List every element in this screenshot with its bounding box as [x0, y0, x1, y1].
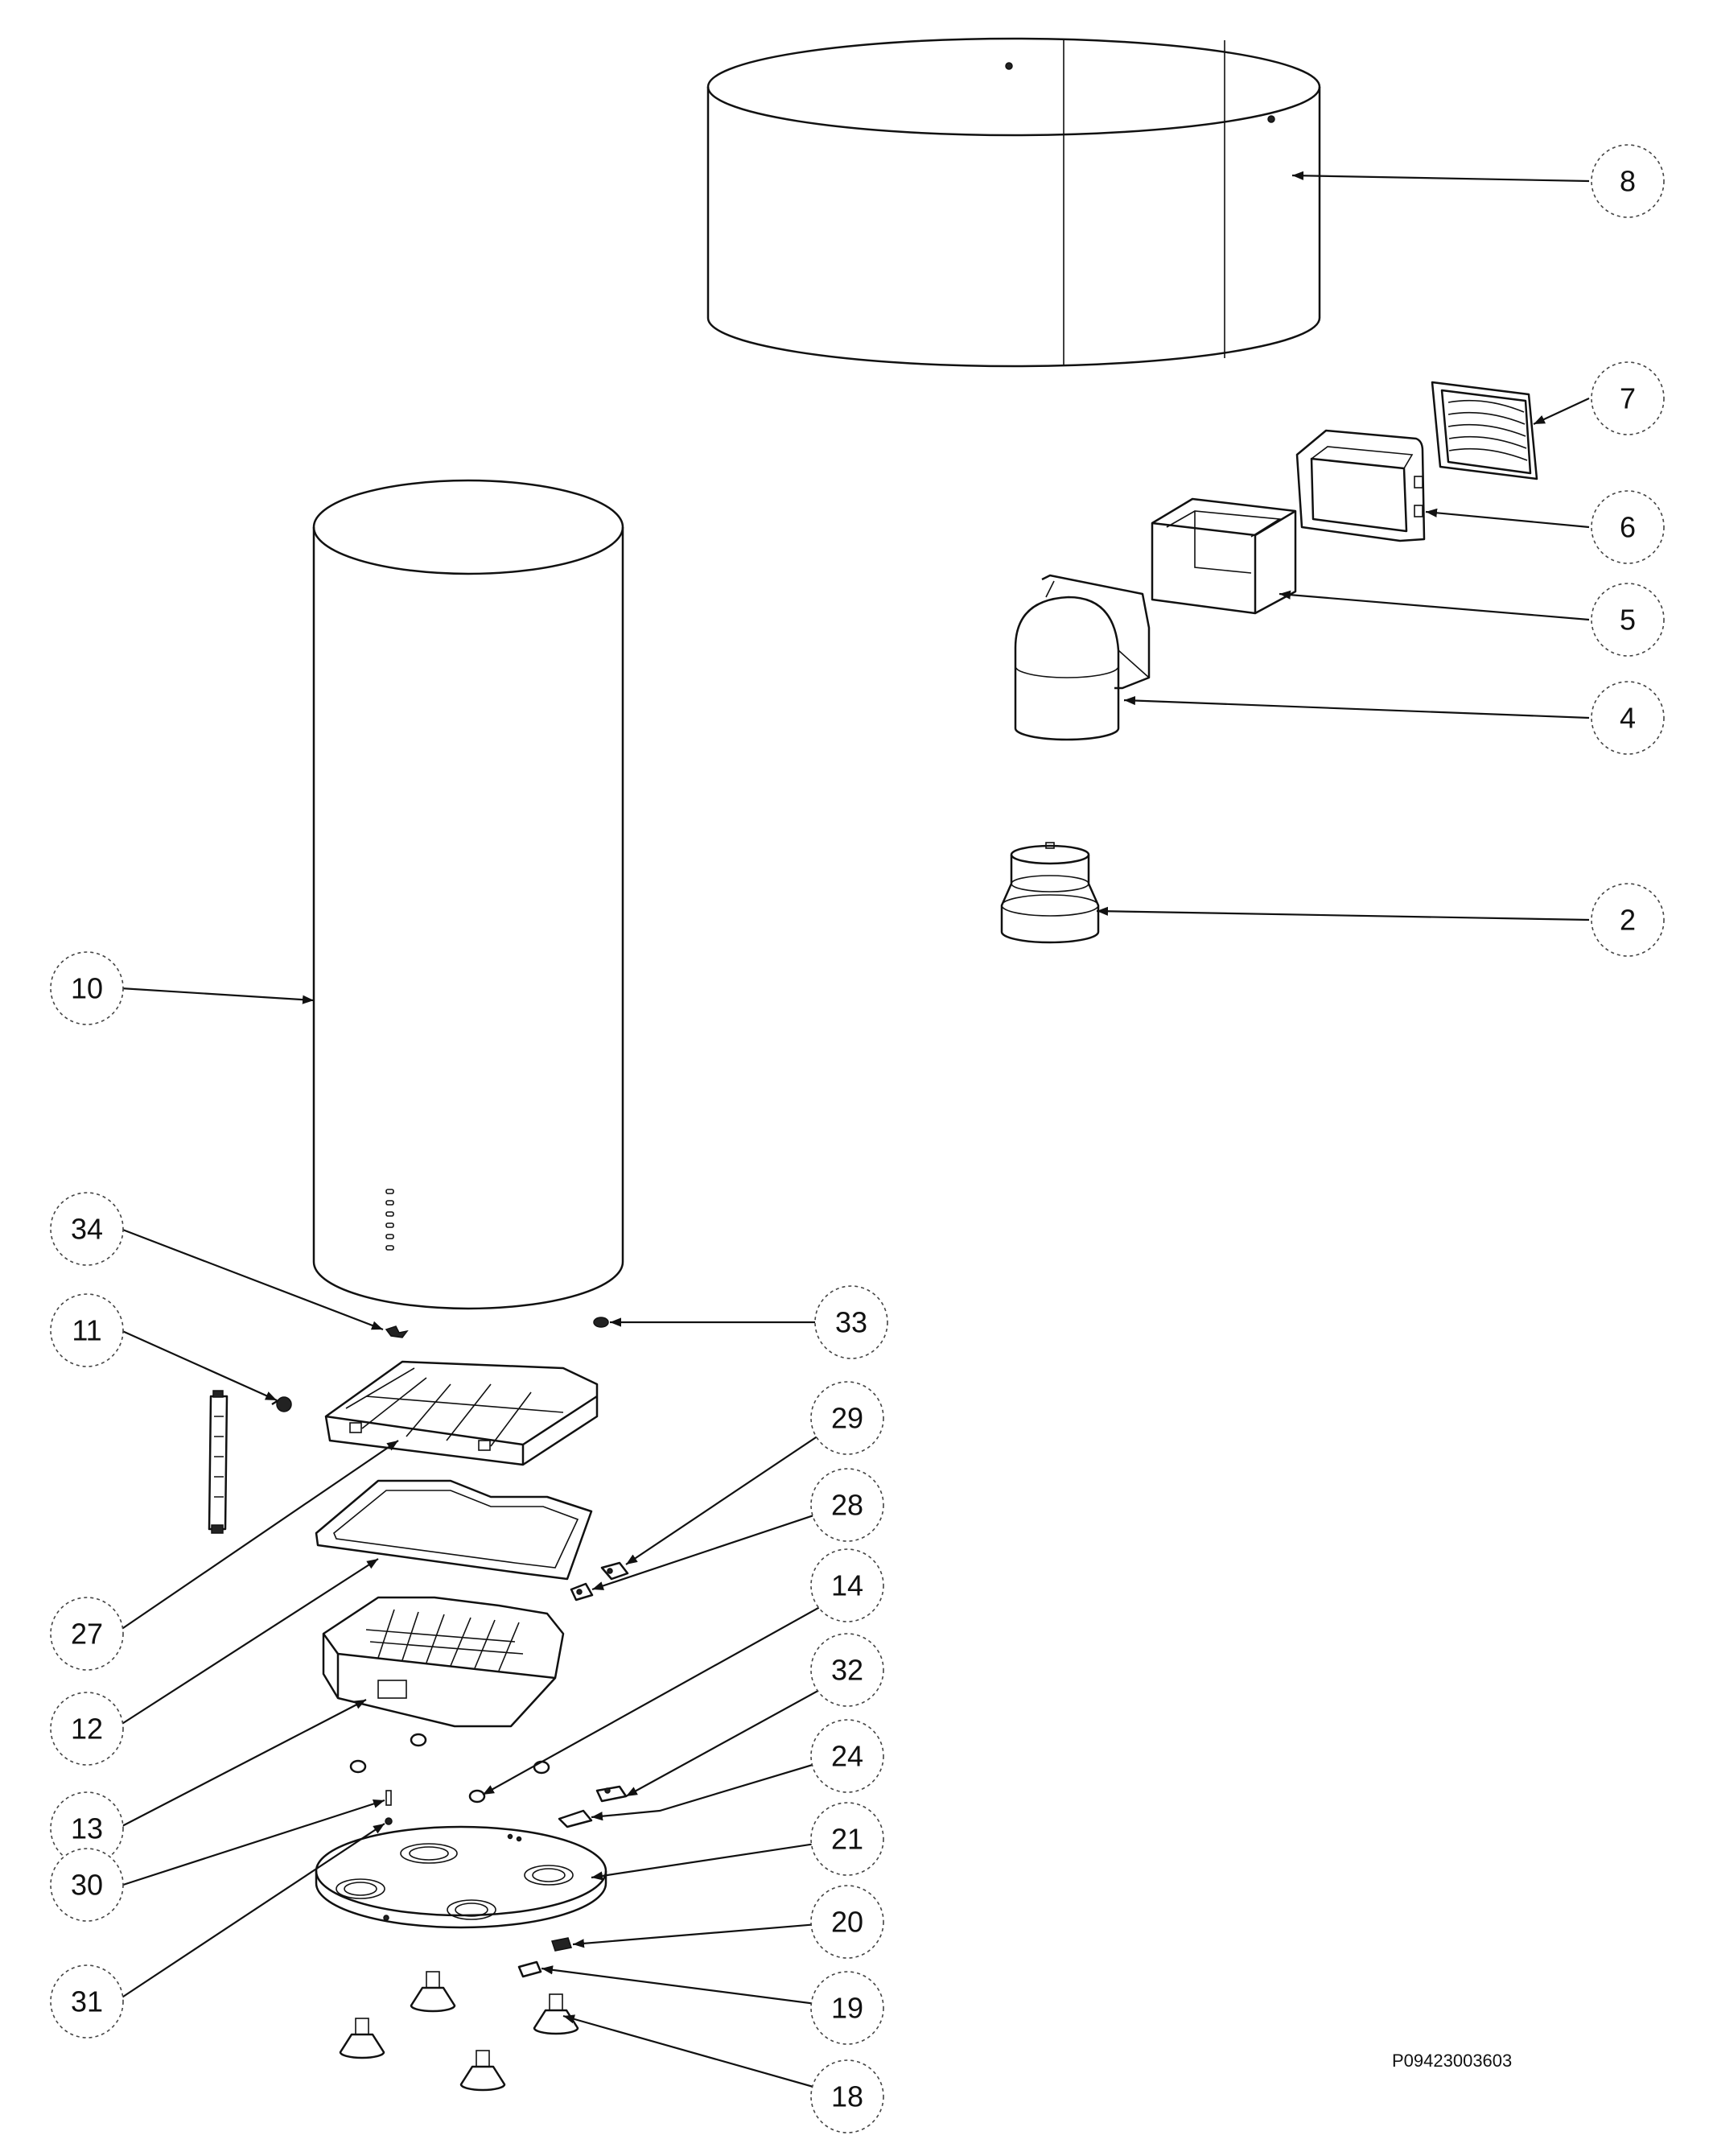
callout-12: 12	[50, 1692, 124, 1766]
part-8-chimney-upper	[706, 37, 1321, 368]
part-14-spacers	[349, 1733, 550, 1804]
svg-text:27: 27	[71, 1618, 103, 1651]
callout-5: 5	[1591, 583, 1665, 657]
callout-11: 11	[50, 1293, 124, 1367]
callout-21: 21	[810, 1802, 884, 1876]
part-7-grille	[1431, 381, 1538, 480]
svg-text:21: 21	[831, 1823, 863, 1856]
callout-31: 31	[50, 1964, 124, 2039]
callout-32: 32	[810, 1633, 884, 1707]
svg-text:34: 34	[71, 1213, 103, 1246]
callout-8: 8	[1591, 144, 1665, 218]
callout-10: 10	[50, 951, 124, 1025]
part-28-connector	[570, 1582, 594, 1602]
part-5-rect-duct	[1151, 497, 1297, 615]
part-20-connector	[551, 1937, 572, 1952]
callout-2: 2	[1591, 883, 1665, 957]
callout-14: 14	[810, 1548, 884, 1622]
svg-text:19: 19	[831, 1992, 863, 2025]
part-31-screw	[385, 1817, 393, 1825]
svg-text:7: 7	[1620, 382, 1636, 415]
callout-6: 6	[1591, 490, 1665, 564]
svg-text:6: 6	[1620, 511, 1636, 544]
svg-text:13: 13	[71, 1812, 103, 1845]
svg-text:11: 11	[72, 1314, 101, 1347]
callout-20: 20	[810, 1885, 884, 1959]
part-34-clip	[385, 1325, 409, 1338]
leader-lines	[120, 171, 1590, 2098]
callout-29: 29	[810, 1381, 884, 1455]
callout-4: 4	[1591, 681, 1665, 755]
callout-28: 28	[810, 1468, 884, 1542]
callout-34: 34	[50, 1192, 124, 1266]
part-12-grease-filter	[315, 1479, 593, 1581]
callout-7: 7	[1591, 361, 1665, 435]
svg-text:8: 8	[1620, 165, 1636, 198]
svg-text:10: 10	[71, 972, 103, 1005]
part-10-chimney-main	[312, 479, 624, 1310]
svg-text:30: 30	[71, 1869, 103, 1902]
part-2-reducer	[1000, 842, 1100, 944]
svg-text:2: 2	[1620, 904, 1636, 937]
svg-text:5: 5	[1620, 604, 1636, 637]
callout-33: 33	[814, 1285, 888, 1359]
callout-30: 30	[50, 1848, 124, 1922]
part-13-motor-housing	[322, 1596, 565, 1728]
svg-text:28: 28	[831, 1489, 863, 1522]
part-29-connector	[600, 1561, 629, 1581]
svg-text:24: 24	[831, 1740, 863, 1773]
part-18-bulbs	[339, 1971, 579, 2092]
part-30-pin	[385, 1790, 392, 1806]
svg-text:20: 20	[831, 1906, 863, 1939]
svg-text:32: 32	[831, 1654, 863, 1687]
part-21-base-ring	[315, 1825, 607, 1929]
callout-19: 19	[810, 1971, 884, 2045]
callout-13: 13	[50, 1791, 124, 1865]
part-4-elbow	[1014, 574, 1151, 741]
callout-24: 24	[810, 1719, 884, 1793]
svg-text:18: 18	[831, 2080, 863, 2113]
callout-18: 18	[810, 2059, 884, 2133]
svg-text:33: 33	[835, 1306, 867, 1339]
part-27-filter-tray	[324, 1360, 599, 1466]
svg-text:4: 4	[1620, 702, 1636, 735]
svg-text:14: 14	[831, 1569, 863, 1602]
document-code: P09423003603	[1392, 2051, 1512, 2071]
part-24-plate	[558, 1809, 593, 1828]
svg-text:12: 12	[71, 1713, 103, 1746]
svg-text:31: 31	[71, 1985, 103, 2018]
part-19-connector	[517, 1960, 542, 1978]
part-11-knob-strip	[208, 1390, 292, 1534]
part-6-frame	[1295, 429, 1426, 542]
callout-27: 27	[50, 1597, 124, 1671]
svg-text:29: 29	[831, 1402, 863, 1435]
part-32-switch	[595, 1785, 628, 1803]
part-33-spacer	[593, 1317, 609, 1328]
